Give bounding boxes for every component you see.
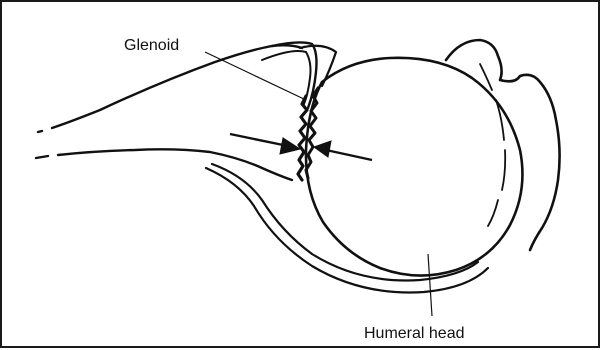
humeral-head-label: Humeral head <box>364 325 465 342</box>
glenoid-label: Glenoid <box>124 37 179 54</box>
